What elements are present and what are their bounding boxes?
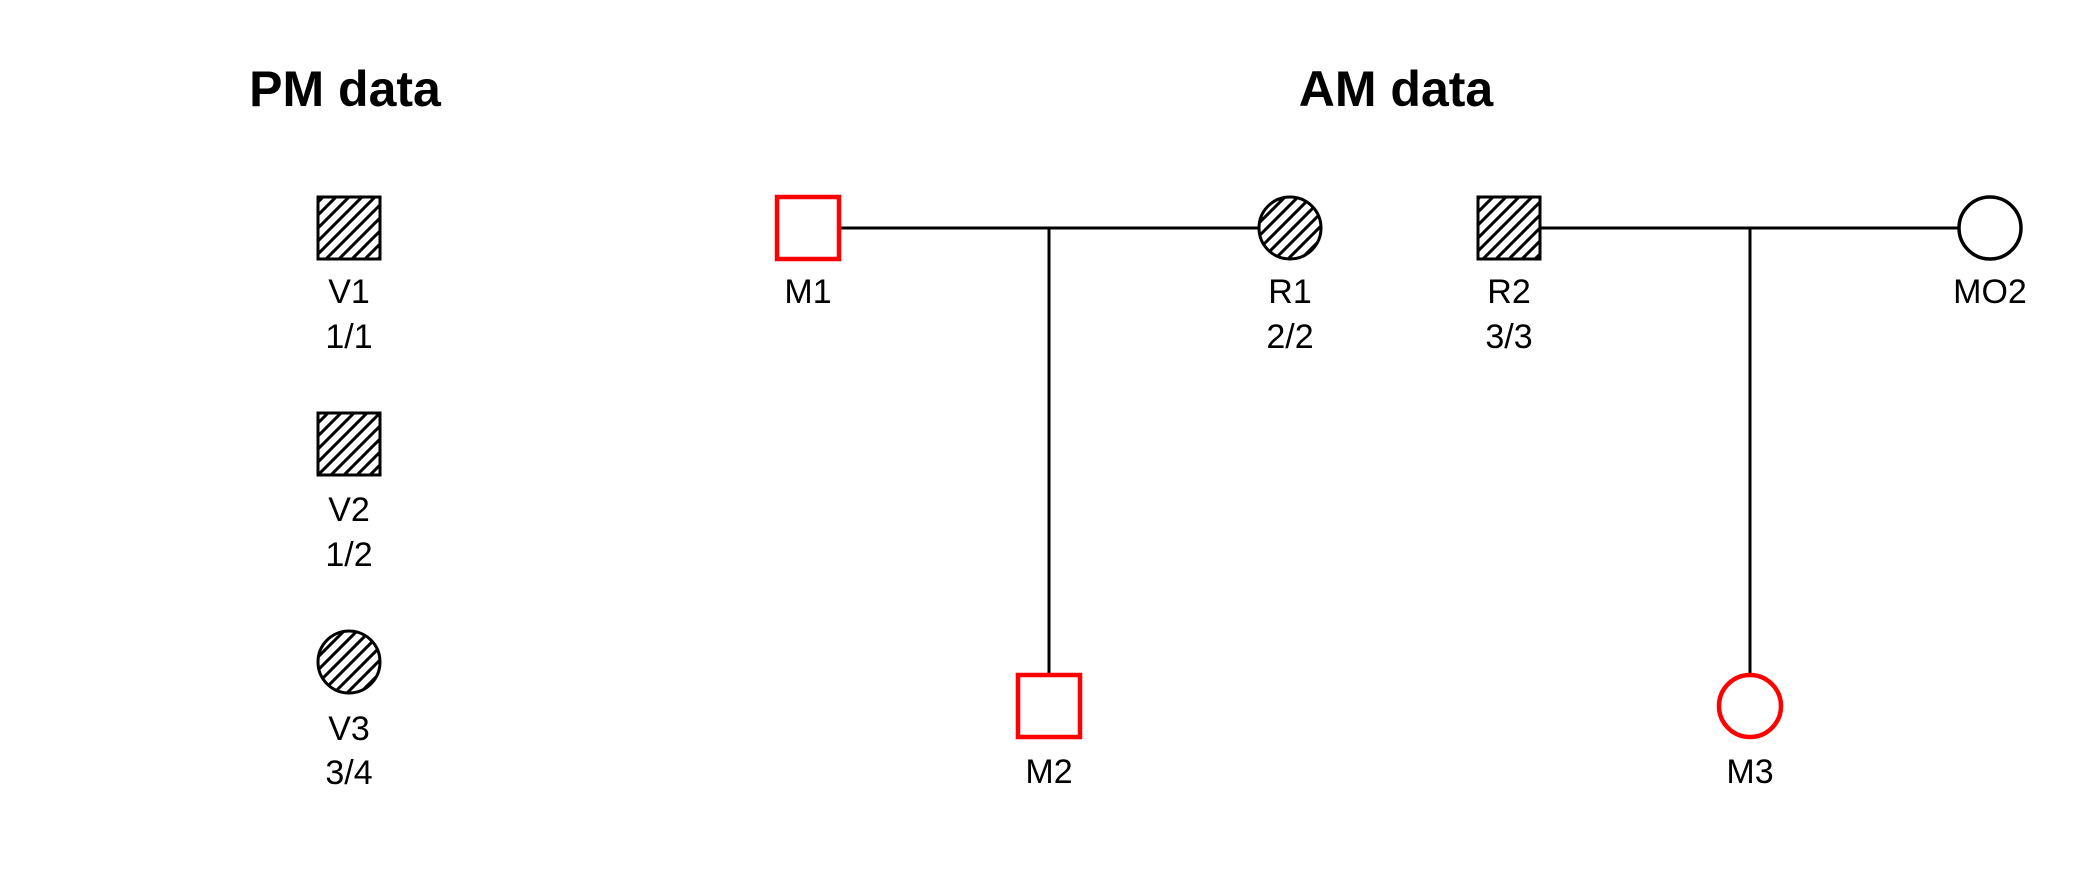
am-person-mo2: MO2 [1953,195,2027,311]
am-person-r2: R2 3/3 [1476,195,1542,356]
person-m1-missing-square-symbol [774,194,842,262]
person-m3-id-label: M3 [1726,753,1773,791]
am-person-m1: M1 [774,194,842,311]
am-panel: AM data M1 R1 2/2 M2 [774,61,2027,791]
am-panel-title: AM data [1299,61,1495,117]
victim-v3-genotype-label: 3/4 [325,754,372,792]
person-r1-id-label: R1 [1268,273,1311,311]
person-r1-hatched-circle-symbol [1257,195,1323,261]
am-person-m3: M3 [1716,672,1784,791]
victim-v1-hatched-square-symbol [316,195,382,261]
pm-victim-v1: V1 1/1 [316,195,382,356]
pm-victim-v3: V3 3/4 [316,629,382,792]
person-r2-hatched-square-symbol [1476,195,1542,261]
am-family-1: M1 R1 2/2 M2 [774,194,1323,791]
am-family-2: R2 3/3 MO2 M3 [1476,195,2027,791]
person-r2-genotype-label: 3/3 [1485,318,1532,356]
pm-victim-v2: V2 1/2 [316,411,382,574]
person-m1-id-label: M1 [784,273,831,311]
victim-v1-genotype-label: 1/1 [325,318,372,356]
victim-v2-id-label: V2 [328,491,370,529]
victim-v2-genotype-label: 1/2 [325,536,372,574]
victim-v2-hatched-square-symbol [316,411,382,477]
person-m2-id-label: M2 [1025,753,1072,791]
am-person-r1: R1 2/2 [1257,195,1323,356]
person-mo2-circle-symbol [1957,195,2023,261]
pm-panel-title: PM data [249,61,442,117]
am-person-m2: M2 [1015,672,1083,791]
victim-v3-hatched-circle-symbol [316,629,382,695]
person-r1-genotype-label: 2/2 [1266,318,1313,356]
person-m2-missing-square-symbol [1015,672,1083,740]
person-mo2-id-label: MO2 [1953,273,2027,311]
pm-panel: PM data V1 1/1 V2 1/2 V3 3/4 [249,61,442,792]
victim-v1-id-label: V1 [328,273,370,311]
victim-v3-id-label: V3 [328,710,370,748]
person-r2-id-label: R2 [1487,273,1530,311]
person-m3-missing-circle-symbol [1716,672,1784,740]
